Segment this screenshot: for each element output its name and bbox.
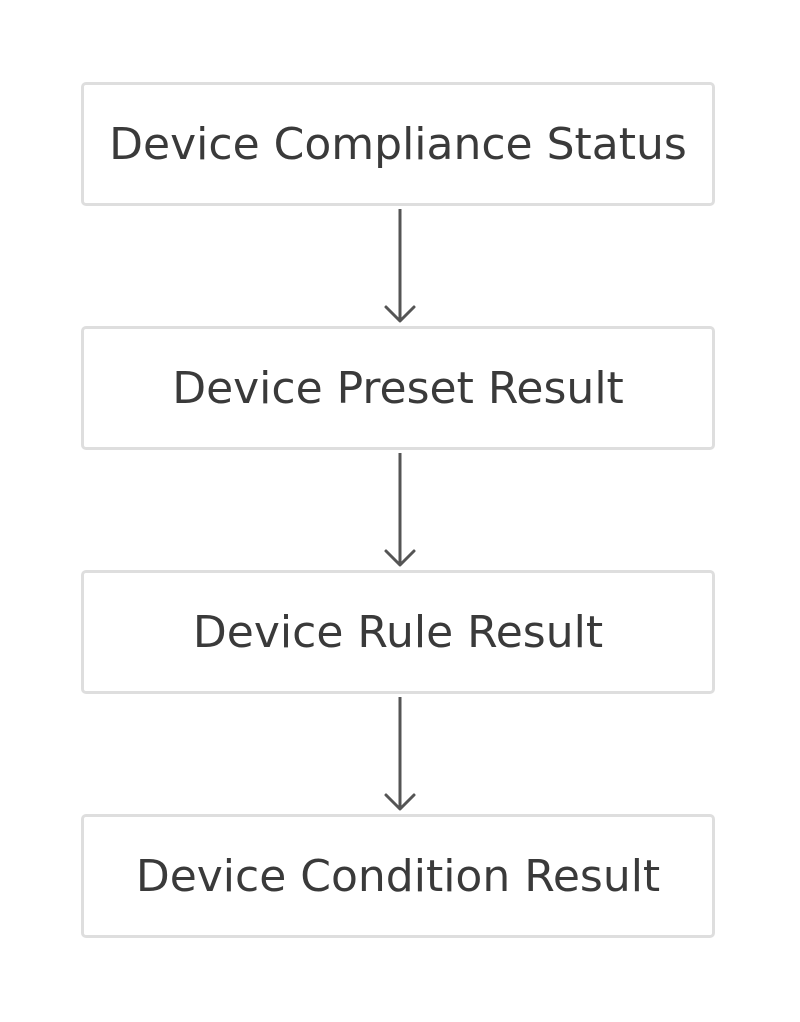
node-device-condition-result[interactable]: Device Condition Result [81, 814, 715, 938]
arrow-node-1-to-node-2 [384, 453, 416, 567]
node-label: Device Condition Result [135, 850, 661, 902]
node-label: Device Rule Result [192, 606, 604, 658]
node-device-compliance-status[interactable]: Device Compliance Status [81, 82, 715, 206]
node-device-preset-result[interactable]: Device Preset Result [81, 326, 715, 450]
arrow-node-2-to-node-3 [384, 697, 416, 811]
node-label: Device Compliance Status [109, 118, 687, 170]
arrow-node-0-to-node-1 [384, 209, 416, 323]
node-device-rule-result[interactable]: Device Rule Result [81, 570, 715, 694]
node-label: Device Preset Result [172, 362, 624, 414]
